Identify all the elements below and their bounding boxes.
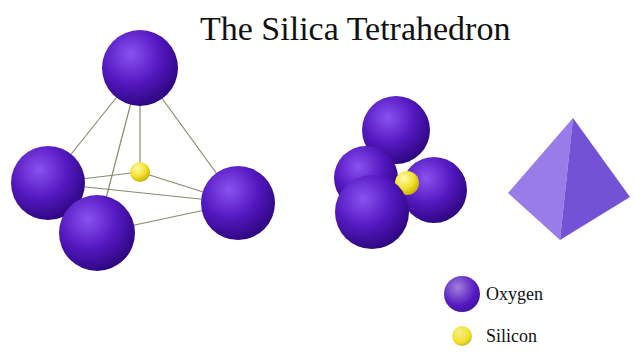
- space-filling-model: [334, 96, 467, 249]
- legend-label: Silicon: [486, 326, 537, 347]
- legend-item: Oxygen: [444, 276, 624, 312]
- tetrahedron-solid: [508, 118, 630, 240]
- legend-swatch: [444, 276, 480, 312]
- legend-swatch: [452, 326, 472, 346]
- ball-and-stick-model: [11, 30, 275, 271]
- legend-label: Oxygen: [486, 284, 543, 305]
- legend-item: Silicon: [444, 318, 624, 352]
- diagram-title: The Silica Tetrahedron: [200, 10, 510, 48]
